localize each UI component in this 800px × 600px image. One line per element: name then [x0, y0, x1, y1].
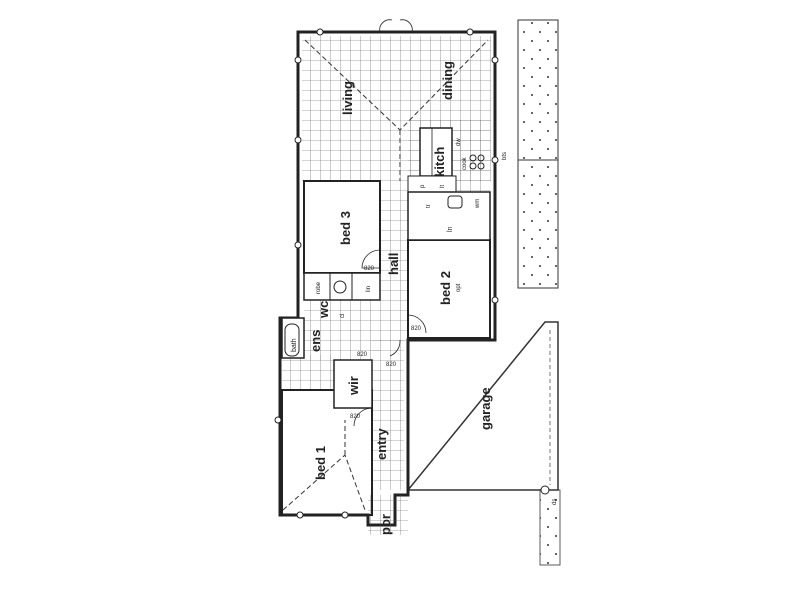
door-size-bed3: 820 — [364, 266, 375, 272]
fixture-lin: lin — [366, 286, 372, 292]
room-label-bath: bath — [291, 338, 298, 352]
door-size-bed2: 820 — [411, 326, 422, 332]
robe-block — [303, 272, 381, 301]
door-size-bed1: 820 — [350, 414, 361, 420]
room-label-bed2: bed 2 — [438, 271, 453, 305]
fixture-cl: cl — [340, 314, 346, 318]
landscape-strip-top — [517, 19, 559, 161]
wall-posts — [274, 28, 550, 519]
room-label-hall: hall — [386, 253, 401, 275]
door-size-entry: 820 — [386, 362, 397, 368]
room-label-living: living — [340, 81, 355, 115]
fixture-lt: lt — [440, 185, 446, 188]
hall-floor — [380, 181, 408, 341]
room-label-ens: ens — [308, 330, 323, 352]
pantry-block — [407, 175, 457, 193]
door-arc-entry — [389, 339, 401, 357]
porch-floor — [368, 495, 408, 535]
fixture-ds: ds — [552, 499, 558, 505]
door-arc-bed3 — [361, 249, 381, 269]
fixture-bts: bts — [502, 152, 508, 160]
room-label-bed3: bed 3 — [338, 211, 353, 245]
room-label-wc: wc — [316, 301, 331, 319]
room-label-wir: wir — [346, 376, 361, 396]
landscape-strip-mid — [517, 159, 559, 289]
room-label-entry: entry — [374, 427, 389, 460]
living-roof-lines — [304, 39, 489, 181]
room-label-garage: garage — [478, 387, 493, 430]
laundry-tub — [447, 195, 463, 209]
fixture-tr: tr — [426, 204, 432, 208]
cooktop-burner — [477, 162, 485, 170]
bath-tub — [284, 323, 300, 357]
bed1-walls — [281, 389, 373, 516]
door-arc-bed1 — [353, 407, 373, 427]
fixture-dw: dw — [456, 138, 462, 146]
room-label-bed1: bed 1 — [313, 446, 328, 480]
wir-walls — [333, 359, 373, 409]
ens-floor — [282, 355, 334, 391]
cooktop-burner — [477, 154, 485, 162]
fixture-p: p — [420, 184, 426, 188]
room-label-dining: dining — [440, 61, 455, 100]
fixture-robe: robe — [316, 281, 322, 294]
room-label-por: por — [378, 514, 393, 535]
kitchen-bench — [419, 127, 453, 177]
door-arc-bed2 — [407, 314, 427, 334]
fixture-cook: cook — [462, 156, 468, 170]
fixture-wm: wm — [475, 199, 481, 209]
cooktop-burner — [469, 154, 477, 162]
entry-floor — [372, 340, 404, 490]
door-size-wc: 820 — [357, 352, 368, 358]
fixture-ln: ln — [447, 226, 454, 232]
bed3-walls — [303, 180, 381, 274]
bed1-roof-lines — [282, 420, 366, 511]
fixture-opt: opt — [456, 283, 462, 292]
laundry-block — [407, 191, 491, 241]
wc-floor — [304, 300, 380, 360]
room-label-kitch: kitch — [432, 147, 447, 177]
wc-toilet — [333, 280, 347, 294]
door-arc-front — [379, 19, 413, 33]
cooktop-burner — [469, 162, 477, 170]
